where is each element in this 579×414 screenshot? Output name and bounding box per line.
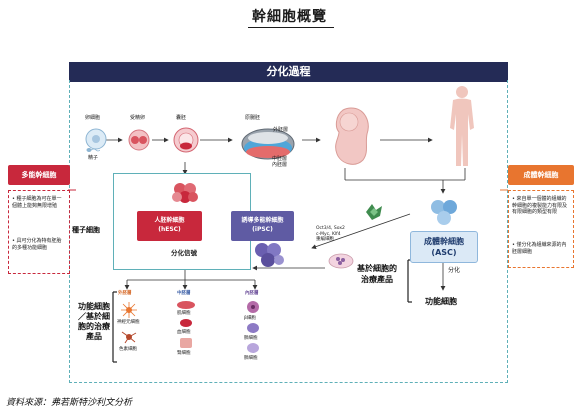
ipsc-name: 誘導多能幹細胞: [241, 217, 284, 224]
blastocyst-label: 囊胚: [176, 115, 187, 121]
asc-abbrev: (ASC): [431, 248, 457, 257]
meso-cell-3: 腎細胞: [177, 351, 191, 356]
tissue-sample-icon: [366, 204, 382, 220]
functional-cells-label: 功能細胞: [425, 297, 457, 306]
endo-cell-3: 肺細胞: [244, 356, 258, 361]
sperm-label: 精子: [88, 155, 99, 161]
left-panel-bullet-1: • 種子細胞為可在單一個體上能夠無限增殖: [12, 196, 62, 209]
reprogram-line-2: c-Myc, Klf4: [316, 231, 341, 237]
blastocyst-icon: [173, 127, 199, 153]
gastrula-icon: [241, 128, 295, 160]
human-body-icon: [450, 86, 474, 166]
asc-cluster-icon: [431, 200, 457, 225]
left-bullet-text: 種子細胞為可在單一個體上能夠無限增殖: [12, 196, 62, 209]
right-panel-bullet-2: • 僅分化為組織來源的內胚層細胞: [512, 242, 567, 255]
endo-cell-1: β細胞: [244, 316, 256, 321]
hesc-name: 人胚幹細胞: [154, 217, 185, 224]
reprogram-line-1: Oct3/4, Sox2: [316, 226, 345, 231]
lung-cell-icon: [247, 343, 259, 353]
embryo-icon: [335, 107, 369, 165]
asc-products-line-1: 基於細胞的: [357, 264, 397, 273]
ectoderm-title: 外胚層: [118, 291, 132, 296]
functional-products-line-1: 功能細胞: [78, 302, 110, 311]
ecto-cell-2: 色素細胞: [119, 347, 137, 352]
ectoderm-label: 外胚層: [273, 127, 289, 133]
mesoderm-label: 中胚層: [272, 156, 288, 162]
right-panel-header-shape: [508, 165, 574, 185]
asc-box: 成體幹細胞 (ASC): [410, 231, 478, 263]
kidney-cell-icon: [180, 338, 192, 348]
left-bullet-text: 具可分化為特有胚胎的多種功能細胞: [12, 238, 62, 251]
diff-signal-label: 分化信號: [171, 249, 197, 257]
endoderm-title: 內胚層: [245, 291, 259, 296]
meso-cell-1: 肌細胞: [177, 311, 191, 316]
fertilized-egg-label: 受精卵: [130, 115, 146, 121]
fertilized-egg-icon: [128, 129, 150, 151]
mesoderm-title: 中胚層: [177, 291, 191, 296]
hesc-cluster-icon: [172, 183, 198, 203]
blood-cell-icon: [180, 319, 192, 327]
right-panel-body: [508, 190, 574, 268]
ipsc-box: 誘導多能幹細胞 (iPSC): [231, 211, 294, 241]
ecto-cell-1: 神經元細胞: [117, 320, 140, 325]
neuron-icon: [121, 302, 137, 318]
hesc-box: 人胚幹細胞 (hESC): [137, 211, 202, 241]
functional-products-line-4: 產品: [86, 332, 102, 341]
asc-products-label: 基於細胞的 治療產品: [350, 263, 404, 285]
lung-cell-icon: [247, 323, 259, 333]
right-bullet-text: 來自單一個體的組織的幹細胞的複製能力有限及有限細胞的類型有限: [512, 196, 568, 215]
title-underline: [248, 27, 334, 28]
ipsc-cluster-icon: [255, 243, 284, 267]
functional-products-line-2: ／基於細: [78, 312, 110, 321]
sperm-icon: [86, 148, 100, 152]
pigment-cell-icon: [121, 331, 137, 344]
reprogram-factors: Oct3/4, Sox2 c-Myc, Klf4 重編細胞: [316, 226, 345, 243]
endo-cell-2: 肺細胞: [244, 336, 258, 341]
functional-products-line-3: 胞的治療: [78, 322, 110, 331]
reprogram-line-3: 重編細胞: [316, 237, 334, 242]
endoderm-label: 內胚層: [272, 162, 288, 168]
muscle-cell-icon: [177, 301, 195, 309]
seed-cell-label: 種子細胞: [72, 226, 100, 234]
page-title: 幹細胞概覽: [252, 9, 327, 25]
differentiate-label: 分化: [448, 267, 461, 274]
left-panel-body: [8, 190, 70, 274]
process-banner: 分化過程: [69, 62, 508, 82]
asc-products-line-2: 治療產品: [361, 275, 393, 284]
functional-products-label: 功能細胞 ／基於細 胞的治療 產品: [75, 302, 113, 342]
right-panel-heading: 成體幹細胞: [523, 171, 559, 179]
egg-cell-icon: [85, 128, 107, 150]
left-panel-header-shape: [8, 165, 70, 185]
right-bullet-text: 僅分化為組織來源的內胚層細胞: [512, 242, 567, 255]
source-note: 資料來源：弗若斯特沙利文分析: [6, 398, 133, 408]
right-panel-bullet-1: • 來自單一個體的組織的幹細胞的複製能力有限及有限細胞的類型有限: [512, 196, 568, 215]
meso-cell-2: 血細胞: [177, 330, 191, 335]
left-panel-heading: 多能幹細胞: [21, 171, 57, 179]
hesc-abbrev: (hESC): [158, 226, 181, 233]
gastrula-label: 原腸胚: [245, 115, 261, 121]
left-panel-bullet-2: • 具可分化為特有胚胎的多種功能細胞: [12, 238, 62, 251]
petri-dish-icon: [328, 253, 354, 269]
beta-cell-icon: [247, 301, 259, 313]
asc-name: 成體幹細胞: [424, 237, 464, 246]
egg-cell-label: 卵細胞: [85, 115, 101, 121]
ipsc-abbrev: (iPSC): [252, 226, 273, 233]
